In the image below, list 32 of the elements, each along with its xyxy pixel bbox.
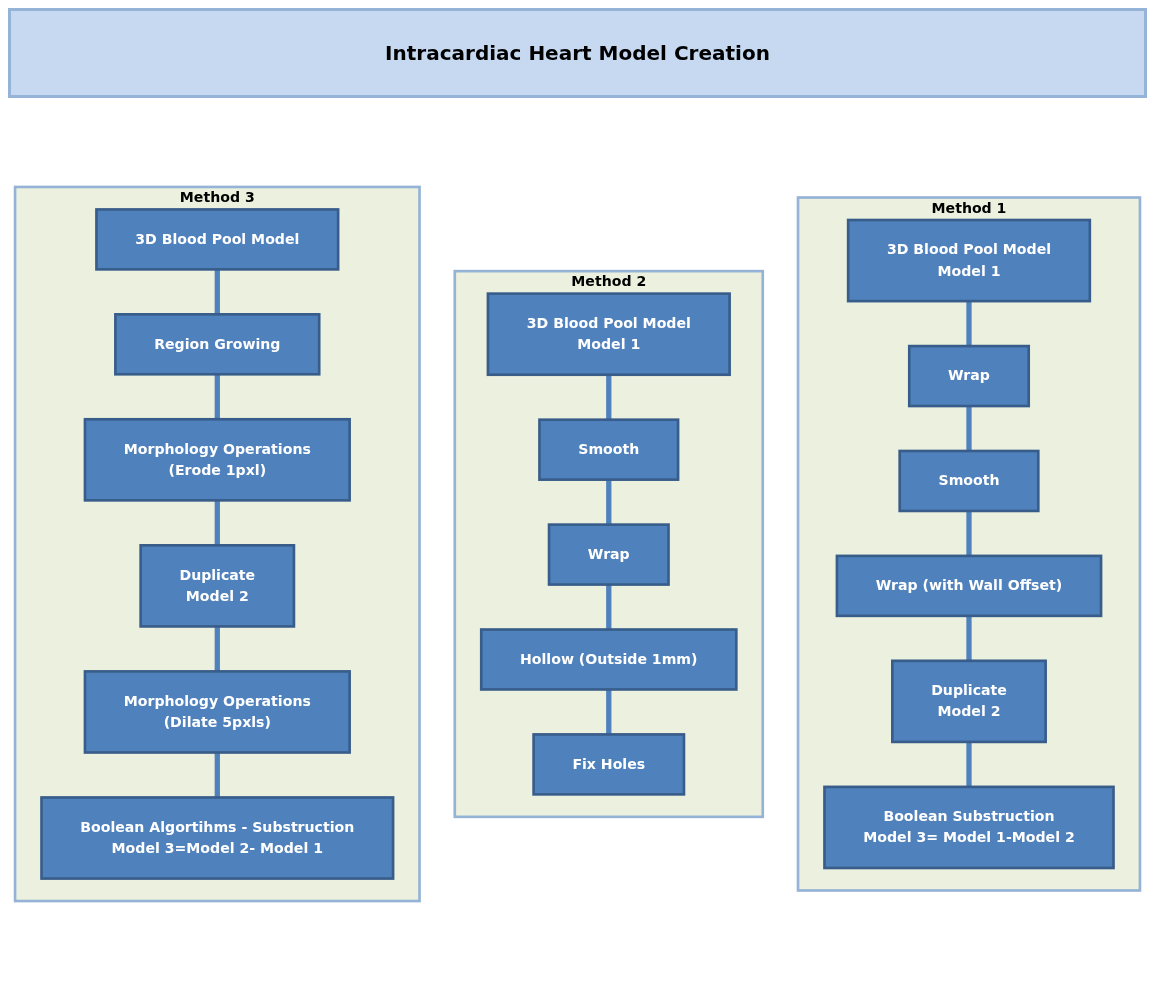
node-box: Region Growing [114, 313, 321, 376]
node-box: Wrap [907, 344, 1031, 408]
connector [214, 269, 220, 315]
node-box: Wrap [547, 523, 670, 586]
connector [966, 301, 972, 347]
connector [966, 406, 972, 451]
node-box: Smooth [538, 418, 680, 481]
connector [966, 741, 972, 787]
connector [214, 752, 220, 798]
node-box: Boolean Substruction Model 3= Model 1-Model 2 [823, 785, 1115, 870]
node-box: Hollow (Outside 1mm) [479, 628, 738, 691]
connector [606, 689, 612, 735]
node-box: Duplicate Model 2 [139, 544, 296, 628]
node-box: Wrap (with Wall Offset) [835, 554, 1103, 618]
connector [966, 510, 972, 556]
connector [606, 374, 612, 420]
connector [966, 615, 972, 661]
connector [606, 479, 612, 525]
diagram-title: Intracardiac Heart Model Creation [8, 8, 1147, 98]
connector [606, 584, 612, 630]
node-box: 3D Blood Pool Model Model 1 [846, 218, 1092, 303]
connector [214, 500, 220, 546]
connector [214, 626, 220, 672]
node-box: Fix Holes [532, 733, 686, 796]
node-box: Duplicate Model 2 [891, 659, 1047, 744]
node-box: Morphology Operations (Erode 1pxl) [83, 417, 351, 502]
connector [214, 374, 220, 420]
node-box: Morphology Operations (Dilate 5pxls) [83, 670, 351, 754]
node-box: 3D Blood Pool Model Model 1 [486, 292, 731, 377]
node-box: Boolean Algortihms - Substruction Model 3=Model 2- Model 1 [40, 796, 395, 880]
node-box: Smooth [898, 449, 1040, 513]
node-box: 3D Blood Pool Model [95, 208, 340, 271]
